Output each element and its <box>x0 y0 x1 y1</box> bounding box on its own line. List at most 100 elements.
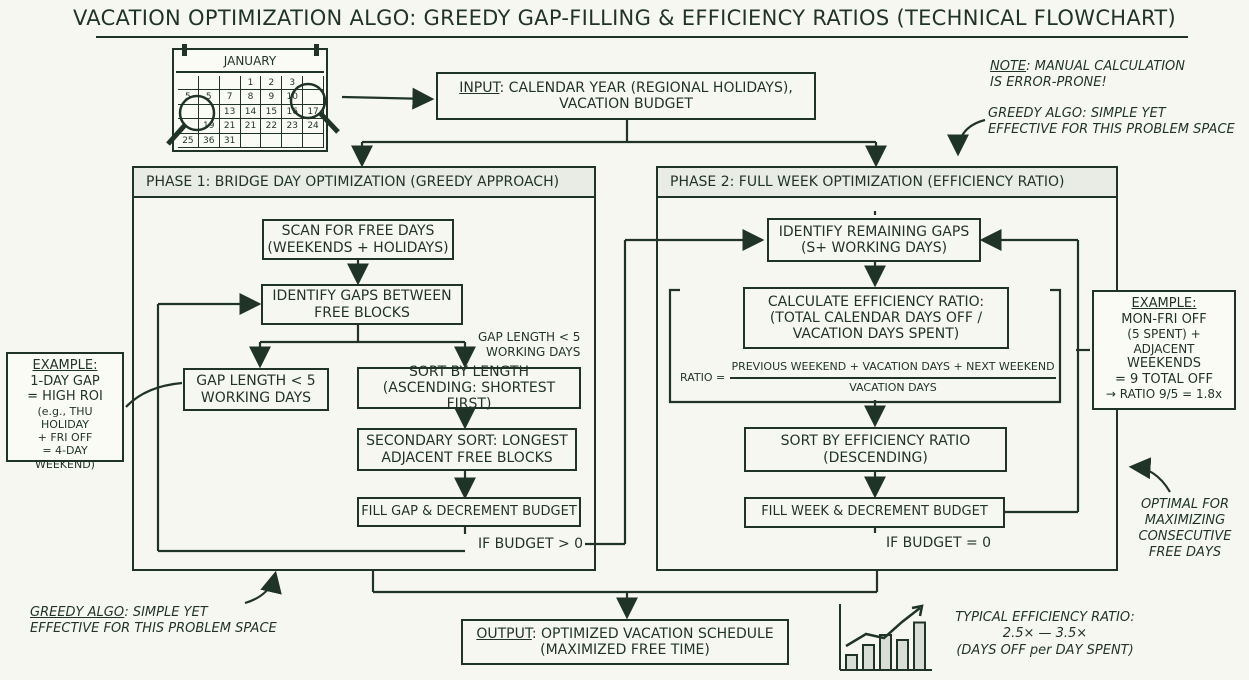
optimal-line-2: MAXIMIZING <box>1144 512 1226 528</box>
magnifier-icon <box>166 82 340 146</box>
note-text-2: IS ERROR-PRONE! <box>990 74 1107 90</box>
example-left-label: EXAMPLE: <box>32 358 98 373</box>
greedy-top-line-2: EFFECTIVE FOR THIS PROBLEM SPACE <box>988 121 1235 137</box>
input-box: INPUT: CALENDAR YEAR (REGIONAL HOLIDAYS)… <box>436 72 816 120</box>
calendar-day: 25 <box>178 133 199 148</box>
phase1-header: PHASE 1: BRIDGE DAY OPTIMIZATION (GREEDY… <box>132 166 596 198</box>
page-title: VACATION OPTIMIZATION ALGO: GREEDY GAP-F… <box>72 6 1177 30</box>
bar-chart-icon <box>839 604 932 671</box>
bar-chart-bar <box>879 634 892 671</box>
output-text-1: : OPTIMIZED VACATION SCHEDULE <box>531 625 774 642</box>
greedy-bottom-note: GREEDY ALGO: SIMPLE YET EFFECTIVE FOR TH… <box>30 605 277 638</box>
calendar-day: 13 <box>219 104 241 120</box>
example-right-line-4: = 9 TOTAL OFF <box>1115 371 1213 387</box>
example-left-line-3: (e.g., THU HOLIDAY <box>37 404 93 431</box>
greedy-top-line-1: GREEDY ALGO: SIMPLE YET <box>988 106 1166 121</box>
calendar-day: 2 <box>261 76 283 91</box>
phase1-scan-box: SCAN FOR FREE DAYS (WEEKENDS + HOLIDAYS) <box>262 219 454 260</box>
calendar-day: 8 <box>240 90 262 105</box>
output-label: OUTPUT <box>476 625 532 642</box>
bar-chart-bar <box>862 644 875 671</box>
typical-line-2: 2.5× — 3.5× <box>1002 626 1088 642</box>
phase2-fill-box: FILL WEEK & DECREMENT BUDGET <box>744 497 1005 528</box>
example-right-line-5: → RATIO 9/5 = 1.8x <box>1105 387 1223 402</box>
greedy-bottom-label: GREEDY ALGO <box>30 605 125 620</box>
calendar-day <box>178 104 199 120</box>
calendar-day <box>178 119 199 134</box>
title-underline <box>96 36 1188 38</box>
calendar-day <box>198 76 220 91</box>
phase1-secondary-line-2: ADJACENT FREE BLOCKS <box>381 449 553 466</box>
calendar-day <box>198 104 220 120</box>
typical-efficiency-note: TYPICAL EFFICIENCY RATIO: 2.5× — 3.5× (D… <box>945 610 1145 659</box>
bar-chart-bar <box>896 639 909 671</box>
phase1-gap-box-line-2: WORKING DAYS <box>200 389 312 406</box>
phase1-gap-box-line-1: GAP LENGTH < 5 <box>196 373 316 390</box>
calendar-day: 31 <box>219 133 241 148</box>
bar-chart-bar <box>845 654 858 671</box>
optimal-line-3: CONSECUTIVE <box>1138 528 1232 544</box>
calendar-day: 5 <box>198 90 220 105</box>
calendar-day: 15 <box>261 104 283 120</box>
example-left-line-2: = HIGH ROI <box>27 389 103 405</box>
calendar-day: 17 <box>303 104 324 120</box>
phase2-sort-line-1: SORT BY EFFICIENCY RATIO <box>780 433 971 450</box>
calendar-day: 1 <box>240 76 262 91</box>
phase1-sort-line-2: (ASCENDING: SHORTEST FIRST) <box>382 379 556 413</box>
calendar-day: 3 <box>282 76 304 91</box>
calendar-day <box>219 76 241 91</box>
calendar-day <box>303 133 324 148</box>
phase2-budget-label: IF BUDGET = 0 <box>886 535 992 551</box>
output-box: OUTPUT: OPTIMIZED VACATION SCHEDULE (MAX… <box>461 619 789 665</box>
calendar-day: 9 <box>261 90 283 105</box>
optimal-line-4: FREE DAYS <box>1148 544 1222 560</box>
input-text-2: VACATION BUDGET <box>559 96 693 112</box>
greedy-bottom-text: : SIMPLE YET <box>124 605 208 620</box>
calendar-day: 36 <box>198 133 220 148</box>
output-text-2: (MAXIMIZED FREE TIME) <box>540 642 710 658</box>
phase2-calc-line-1: CALCULATE EFFICIENCY RATIO: <box>767 293 985 310</box>
example-right-label: EXAMPLE: <box>1131 296 1197 311</box>
phase1-scan-line-1: SCAN FOR FREE DAYS <box>281 223 435 240</box>
phase1-secondary-line-1: SECONDARY SORT: LONGEST <box>366 433 568 450</box>
example-left-line-4: + FRI OFF <box>37 431 93 445</box>
calendar-day: 22 <box>261 119 283 134</box>
phase2-header: PHASE 2: FULL WEEK OPTIMIZATION (EFFICIE… <box>656 166 1118 198</box>
example-right-line-3: WEEKENDS <box>1126 355 1201 371</box>
ratio-label: RATIO = <box>680 371 726 384</box>
example-right-note: EXAMPLE: MON-FRI OFF (5 SPENT) + ADJACEN… <box>1092 290 1236 410</box>
phase2-identify-line-2: (S+ WORKING DAYS) <box>800 240 948 256</box>
phase1-identify-line-2: FREE BLOCKS <box>314 304 410 321</box>
phase2-calc-line-3: VACATION DAYS SPENT) <box>792 326 960 343</box>
optimal-note: OPTIMAL FOR MAXIMIZING CONSECUTIVE FREE … <box>1130 497 1240 560</box>
phase1-gap-box: GAP LENGTH < 5 WORKING DAYS <box>183 368 329 411</box>
calendar-day: 7 <box>219 90 241 105</box>
example-right-line-1: MON-FRI OFF <box>1121 311 1207 327</box>
calendar-day: 23 <box>282 119 304 134</box>
phase2-identify-box: IDENTIFY REMAINING GAPS (S+ WORKING DAYS… <box>767 218 981 262</box>
phase1-sort-box: SORT BY LENGTH (ASCENDING: SHORTEST FIRS… <box>357 364 581 413</box>
phase2-sort-line-2: (DESCENDING) <box>823 449 928 466</box>
calendar-day <box>282 133 304 148</box>
typical-line-3: (DAYS OFF per DAY SPENT) <box>956 642 1134 658</box>
input-text-1: : CALENDAR YEAR (REGIONAL HOLIDAYS), <box>499 79 793 96</box>
input-label: INPUT <box>459 79 500 96</box>
optimal-line-1: OPTIMAL FOR <box>1140 497 1230 512</box>
phase1-identify-line-1: IDENTIFY GAPS BETWEEN <box>272 288 452 305</box>
phase1-gap-label-line-2: WORKING DAYS <box>485 345 581 359</box>
phase2-sort-box: SORT BY EFFICIENCY RATIO (DESCENDING) <box>744 427 1007 472</box>
ratio-denominator: VACATION DAYS <box>849 381 937 394</box>
bar-chart-bar <box>913 621 926 671</box>
calendar-day <box>178 76 199 91</box>
phase1-scan-line-2: (WEEKENDS + HOLIDAYS) <box>267 239 449 256</box>
phase1-identify-box: IDENTIFY GAPS BETWEEN FREE BLOCKS <box>261 284 463 325</box>
example-left-line-1: 1-DAY GAP <box>30 373 100 389</box>
phase1-fill-box: FILL GAP & DECREMENT BUDGET <box>357 497 581 527</box>
phase2-calc-box: CALCULATE EFFICIENCY RATIO: (TOTAL CALEN… <box>743 287 1009 349</box>
calendar-day: 21 <box>240 119 262 134</box>
calendar-month: JANUARY <box>223 54 277 68</box>
ratio-numerator: PREVIOUS WEEKEND + VACATION DAYS + NEXT … <box>731 360 1055 373</box>
